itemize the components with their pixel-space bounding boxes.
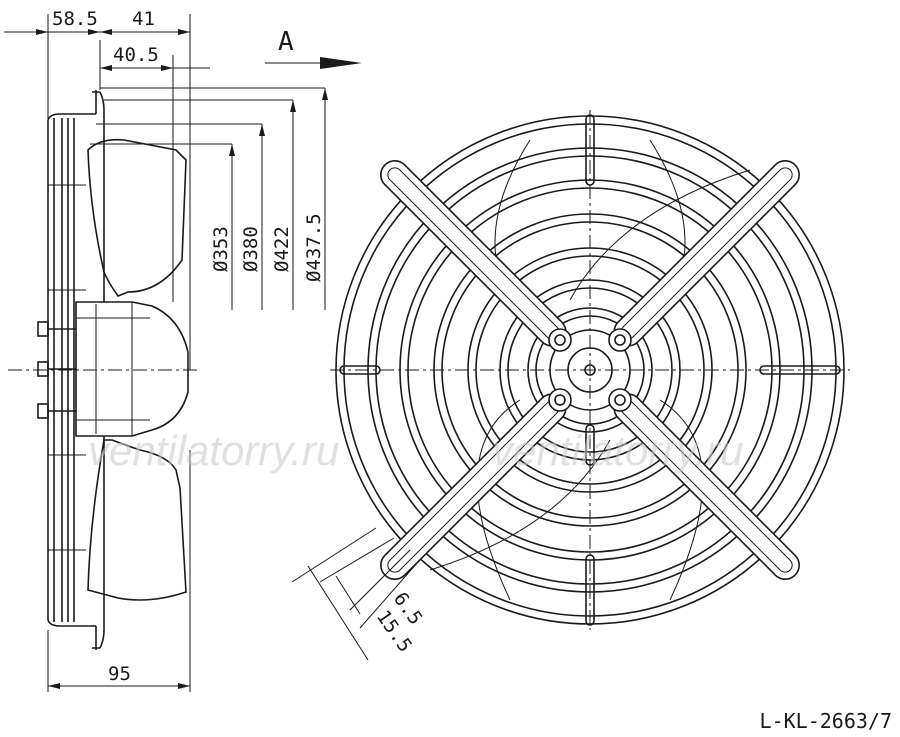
dim-58-5: 58.5 <box>52 8 98 30</box>
side-view: 58.5 41 40.5 95 Ø353 Ø380 Ø422 Ø437.5 A <box>4 8 362 692</box>
watermark-right: ventilatorry.ru <box>492 427 743 474</box>
dim-diameter-422: Ø422 <box>271 226 293 272</box>
dim-diameter-437-5: Ø437.5 <box>303 213 325 282</box>
dim-95: 95 <box>108 663 131 685</box>
dim-41: 41 <box>132 8 155 30</box>
view-label-a: A <box>278 27 294 57</box>
drawing-code: L-KL-2663/7 <box>759 709 892 733</box>
dim-40-5: 40.5 <box>113 44 159 66</box>
front-view: 6.5 15.5 <box>291 110 850 661</box>
watermark-left: ventilatorry.ru <box>88 427 339 474</box>
dim-diameter-353: Ø353 <box>210 226 232 272</box>
dim-diameter-380: Ø380 <box>240 226 262 272</box>
